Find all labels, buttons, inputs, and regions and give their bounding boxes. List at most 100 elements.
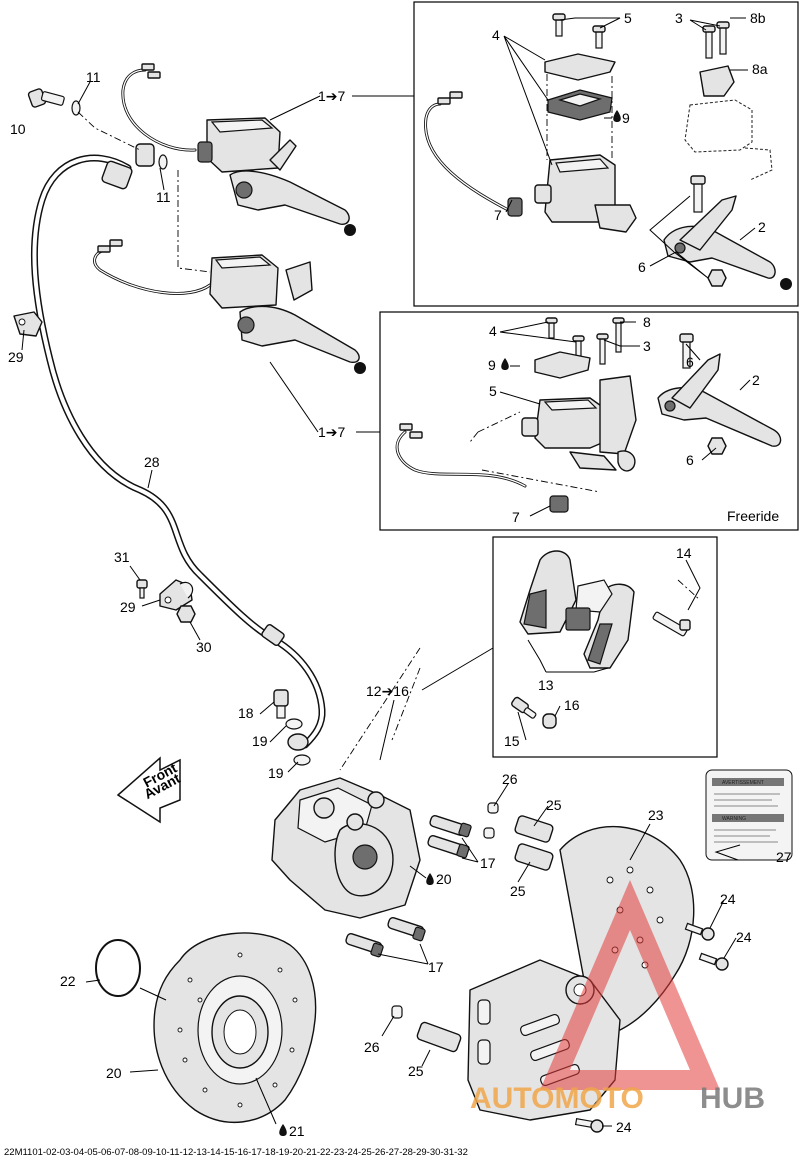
brake-lever-standard bbox=[663, 175, 792, 290]
washer-11-b bbox=[158, 154, 168, 170]
front-direction-arrow: Front Avant bbox=[116, 756, 183, 824]
callout-20-mid: 20 bbox=[436, 871, 452, 887]
fluid-drop-icon-9-mid bbox=[501, 358, 509, 370]
callout-24-a: 24 bbox=[720, 891, 736, 907]
inset-box-master-cylinder-standard bbox=[413, 1, 799, 307]
callout-18: 18 bbox=[238, 705, 254, 721]
warning-label-title-en: WARNING bbox=[722, 816, 746, 822]
callout-7-mid: 7 bbox=[512, 509, 520, 525]
callout-29-a: 29 bbox=[8, 349, 24, 365]
callout-5-top: 5 bbox=[624, 10, 632, 26]
callout-2-mid: 2 bbox=[752, 372, 760, 388]
brake-disc-20 bbox=[153, 932, 317, 1123]
banjo-bolt-10 bbox=[27, 88, 65, 108]
callout-17-b: 17 bbox=[428, 959, 444, 975]
master-cylinder-exploded-freeride bbox=[395, 317, 637, 513]
freeride-label: Freeride bbox=[727, 508, 779, 524]
callout-5-mid: 5 bbox=[489, 383, 497, 399]
master-cylinder-lower bbox=[93, 239, 366, 374]
bolt-31 bbox=[136, 579, 148, 599]
caliper-bolts-17 bbox=[345, 815, 472, 958]
callout-6-mid2: 6 bbox=[686, 452, 694, 468]
callout-8b: 8b bbox=[750, 10, 766, 26]
callout-3-mid: 3 bbox=[643, 338, 651, 354]
banjo-bolt-18 bbox=[273, 689, 289, 719]
callout-19-a: 19 bbox=[252, 733, 268, 749]
callout-1to7-top: 1➔7 bbox=[318, 88, 346, 104]
callout-20: 20 bbox=[106, 1065, 122, 1081]
callout-25-c: 25 bbox=[408, 1063, 424, 1079]
callout-15: 15 bbox=[504, 733, 520, 749]
master-cylinder-upper bbox=[121, 63, 356, 236]
callout-23: 23 bbox=[648, 807, 664, 823]
callout-24-c: 24 bbox=[616, 1119, 632, 1135]
callout-4-mid: 4 bbox=[489, 323, 497, 339]
warning-label-title-fr: AVERTISSEMENT bbox=[722, 780, 764, 786]
callout-14: 14 bbox=[676, 545, 692, 561]
callout-28: 28 bbox=[144, 454, 160, 470]
watermark-text-hub: HUB bbox=[700, 1082, 765, 1115]
callout-3-top: 3 bbox=[675, 10, 683, 26]
brake-hose bbox=[30, 154, 326, 749]
callout-2-top: 2 bbox=[758, 219, 766, 235]
warning-label-27: AVERTISSEMENT WARNING bbox=[705, 769, 793, 861]
banjo-fitting bbox=[135, 143, 155, 167]
callout-12to16: 12➔16 bbox=[366, 683, 409, 699]
banjo-fitting-caliper bbox=[287, 733, 309, 751]
callout-30: 30 bbox=[196, 639, 212, 655]
fluid-drop-icon-21 bbox=[279, 1124, 287, 1136]
callout-25-b: 25 bbox=[510, 883, 526, 899]
bolts-24 bbox=[574, 922, 729, 1133]
callout-21: 21 bbox=[289, 1123, 305, 1139]
bleeder-valve-15 bbox=[511, 696, 537, 719]
callout-29-b: 29 bbox=[120, 599, 136, 615]
callout-19-b: 19 bbox=[268, 765, 284, 781]
callout-1to7-mid: 1➔7 bbox=[318, 424, 346, 440]
callout-11-b: 11 bbox=[156, 189, 171, 205]
callout-17-a: 17 bbox=[480, 855, 496, 871]
callout-9-top: 9 bbox=[622, 110, 630, 126]
brake-pads-kit bbox=[519, 550, 701, 669]
callout-26-b: 26 bbox=[364, 1039, 380, 1055]
callout-8-mid: 8 bbox=[643, 314, 651, 330]
hose-clamp-lower bbox=[159, 579, 194, 611]
inset-box-brake-pads bbox=[492, 536, 718, 758]
callout-11-a: 11 bbox=[86, 69, 101, 85]
spacers-25-bolts-26 bbox=[391, 802, 554, 1053]
callout-6-top: 6 bbox=[638, 259, 646, 275]
nut-30 bbox=[176, 605, 196, 623]
watermark-triangle-logo bbox=[540, 880, 720, 1090]
callout-10: 10 bbox=[10, 121, 26, 137]
bleeder-cap-16 bbox=[542, 713, 557, 729]
hose-clamp-upper bbox=[13, 311, 43, 337]
callout-26-a: 26 bbox=[502, 771, 518, 787]
fluid-drop-icon-9-top bbox=[613, 110, 621, 122]
callout-7-top: 7 bbox=[494, 207, 502, 223]
watermark-text-automoto: AUTOMOTO bbox=[470, 1082, 644, 1115]
callout-6-mid: 6 bbox=[686, 354, 694, 370]
leader-lines bbox=[21, 17, 756, 1127]
callout-16: 16 bbox=[564, 697, 580, 713]
inset-box-master-cylinder-freeride bbox=[379, 311, 799, 531]
brake-caliper bbox=[271, 777, 421, 919]
washer-19-a bbox=[285, 718, 303, 730]
callout-24-b: 24 bbox=[736, 929, 752, 945]
washer-11-a bbox=[71, 100, 81, 116]
footer-part-code: 22M1101-02-03-04-05-06-07-08-09-10-11-12… bbox=[4, 1147, 468, 1158]
fluid-drop-icon-20 bbox=[426, 873, 434, 885]
callout-labels: 5 3 8b 4 8a 9 2 7 6 11 10 1➔7 11 29 4 8 … bbox=[8, 10, 792, 1139]
callout-8a: 8a bbox=[752, 61, 768, 77]
callout-9-mid: 9 bbox=[488, 357, 496, 373]
callout-31: 31 bbox=[114, 549, 130, 565]
callout-27: 27 bbox=[776, 849, 792, 865]
master-cylinder-exploded-standard bbox=[424, 13, 637, 233]
o-ring-22 bbox=[95, 939, 141, 997]
callout-22: 22 bbox=[60, 973, 76, 989]
brake-lever-freeride bbox=[657, 333, 782, 455]
master-cylinder-ghost-upper-right bbox=[684, 21, 773, 181]
callout-4-top: 4 bbox=[492, 27, 500, 43]
automotohub-watermark bbox=[540, 880, 720, 1090]
callout-25-a: 25 bbox=[546, 797, 562, 813]
callout-13: 13 bbox=[538, 677, 554, 693]
